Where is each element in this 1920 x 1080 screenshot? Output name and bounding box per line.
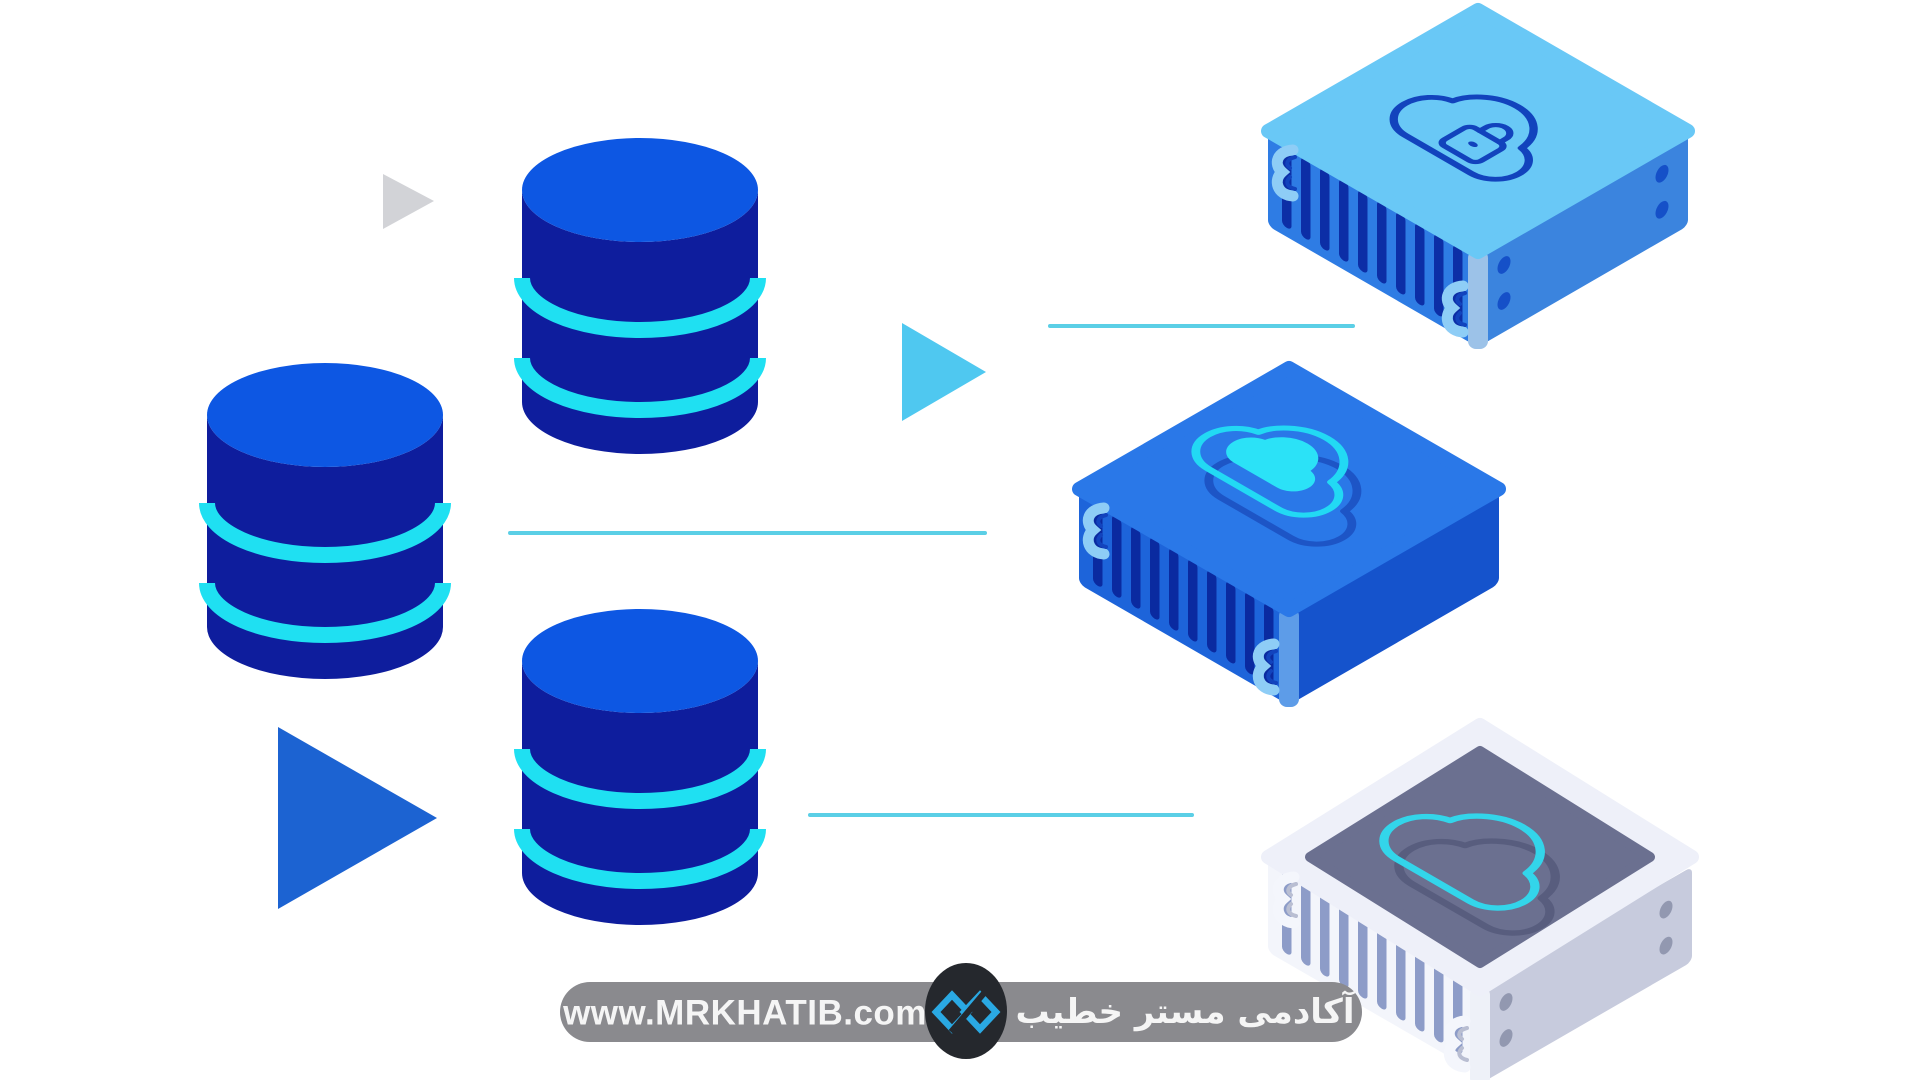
server3-left-face [1268,859,1480,1072]
server2-right-face [1289,491,1499,703]
screws [1497,164,1669,310]
arrow-gray-small-icon [383,174,434,229]
server3-inset-face [1305,746,1655,968]
connector-lines [508,324,1355,817]
server-cloud-tray [1261,718,1699,1080]
database-top-icon [522,138,758,454]
database-bottom-icon [522,609,758,925]
server-cloud-lock [1261,3,1695,349]
screws [1499,900,1673,1047]
database-left-icon [207,363,443,679]
website-label: www.MRKHATIB.com [562,994,927,1033]
server3-right-face [1480,869,1692,1080]
server1-left-face [1268,133,1478,345]
academy-label: آکادمی مستر خطیب [1016,990,1356,1032]
server-cloud-sync [1072,361,1506,707]
server3-front-edge [1470,987,1490,1080]
mrkhatib-logo-icon [931,990,1001,1034]
arrow-cyan-icon [902,323,986,421]
server2-left-face [1079,491,1289,703]
server2-front-edge [1279,608,1299,707]
server1-front-edge [1468,250,1488,349]
footer-watermark-bar: www.MRKHATIB.com آکادمی مستر خطیب [560,963,1362,1059]
arrow-blue-large-icon [278,727,437,909]
server1-right-face [1478,133,1688,345]
